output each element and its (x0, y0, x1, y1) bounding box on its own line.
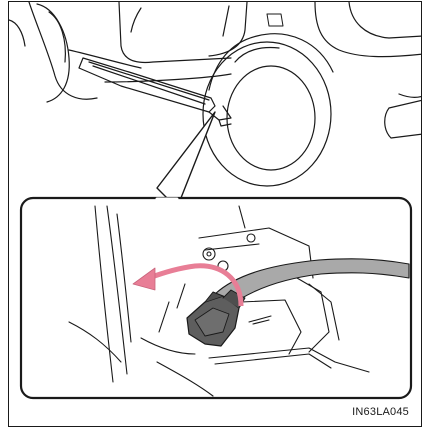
illustration-frame: IN63LA045 (8, 1, 422, 427)
rear-wheel (203, 34, 333, 186)
figure-code: IN63LA045 (352, 406, 409, 418)
running-board (79, 58, 231, 126)
callout-pointer (157, 112, 215, 208)
vehicle-illustration (9, 2, 422, 427)
